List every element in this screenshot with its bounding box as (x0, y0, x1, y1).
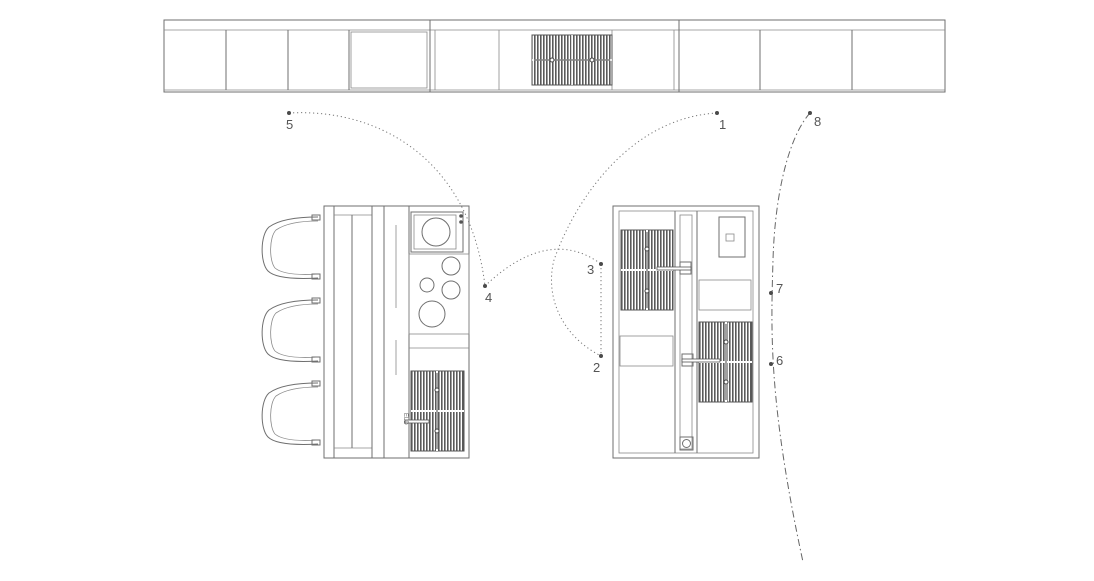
island-grill-right-top (620, 229, 674, 311)
oven-unit (410, 211, 464, 253)
waypoint-label: 6 (776, 353, 783, 368)
sink-mark-text: ELD (402, 413, 408, 425)
waypoint-1: 1 (715, 111, 726, 132)
waypoint-label: 8 (814, 114, 821, 129)
waypoint-5: 5 (286, 111, 293, 132)
path-4-to-3 (484, 248, 602, 287)
waypoint-7: 7 (769, 281, 783, 296)
waypoint-4: 4 (483, 284, 492, 305)
faucet-top (656, 261, 692, 275)
stool (261, 380, 321, 446)
elevation-appliance-grill (531, 34, 613, 86)
waypoint-3: 3 (587, 262, 603, 277)
left-island: ELD (323, 205, 470, 459)
cooktop (408, 253, 470, 335)
faucet-bottom (681, 353, 721, 367)
stool (261, 214, 321, 280)
island-grill-left (410, 370, 465, 452)
movement-paths (288, 112, 811, 563)
waypoint-label: 4 (485, 290, 492, 305)
wall-elevation (163, 19, 946, 93)
drain (679, 436, 694, 451)
waypoint-2: 2 (593, 354, 603, 375)
faucet-left: ELD (402, 413, 430, 425)
waypoint-label: 5 (286, 117, 293, 132)
right-island (612, 205, 760, 459)
stool (261, 297, 321, 363)
control-panel (718, 216, 746, 258)
waypoint-label: 7 (776, 281, 783, 296)
waypoint-6: 6 (769, 353, 783, 368)
waypoint-label: 2 (593, 360, 600, 375)
waypoint-8: 8 (808, 111, 821, 129)
waypoint-label: 3 (587, 262, 594, 277)
path-5-to-4 (288, 112, 486, 287)
path-8-to-6 (771, 112, 811, 563)
waypoint-label: 1 (719, 117, 726, 132)
